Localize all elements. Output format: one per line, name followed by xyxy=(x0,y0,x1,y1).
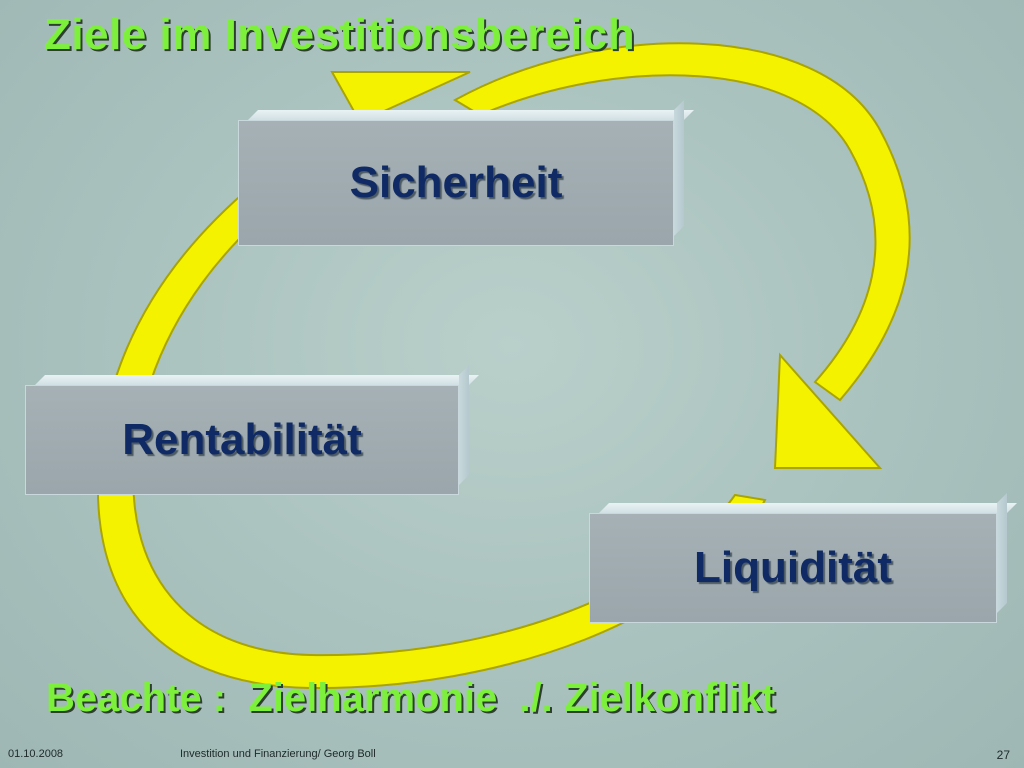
arrowhead-right xyxy=(773,352,883,469)
note-text: Beachte : Zielharmonie ./. Zielkonflikt xyxy=(46,676,776,720)
footer-center-text: Investition und Finanzierung/ Georg Boll xyxy=(180,748,376,760)
goal-box-sicherheit: Sicherheit xyxy=(238,120,674,246)
goal-label-liquiditaet: Liquidität xyxy=(694,543,892,592)
goal-box-liquiditaet: Liquidität xyxy=(589,513,997,623)
slide-title: Ziele im Investitionsbereich xyxy=(44,10,636,59)
arrow-sicherheit-to-liquiditaet xyxy=(452,42,911,402)
goal-label-sicherheit: Sicherheit xyxy=(349,158,563,207)
goal-label-rentabilitaet: Rentabilität xyxy=(122,415,362,464)
goal-box-rentabilitaet: Rentabilität xyxy=(25,385,459,495)
page-number: 27 xyxy=(996,748,1010,762)
footer-date: 01.10.2008 xyxy=(8,748,64,760)
